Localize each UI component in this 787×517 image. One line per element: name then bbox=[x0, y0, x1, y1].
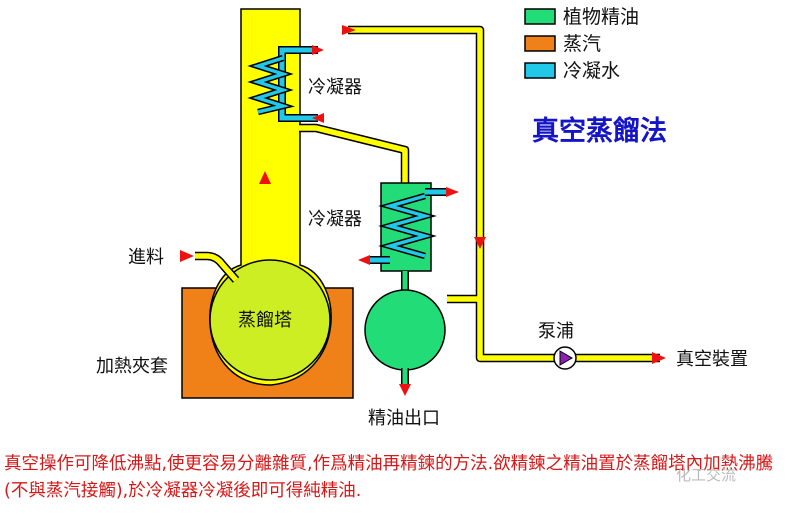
caption-text: 真空操作可降低沸點,使更容易分離雜質,作爲精油再精鍊的方法.欲精鍊之精油置於蒸餾… bbox=[4, 454, 774, 501]
arrow-column-up bbox=[259, 171, 271, 184]
legend-label-water: 冷凝水 bbox=[563, 60, 620, 82]
legend-label-oil: 植物精油 bbox=[563, 6, 639, 28]
legend: 植物精油 蒸汽 冷凝水 bbox=[524, 6, 639, 82]
label-column: 蒸餾塔 bbox=[238, 310, 292, 331]
label-middle-condenser: 冷凝器 bbox=[308, 209, 362, 230]
label-vacuum-device: 真空裝置 bbox=[676, 349, 748, 370]
arrow-vacuum-left bbox=[342, 25, 356, 35]
arrow-top-water-out bbox=[312, 113, 324, 123]
legend-label-steam: 蒸汽 bbox=[563, 33, 601, 55]
label-pump: 泵浦 bbox=[538, 321, 574, 342]
arrow-feed-in bbox=[180, 250, 194, 262]
receiver-flask bbox=[364, 289, 446, 371]
arrow-oil-outlet bbox=[399, 384, 411, 396]
column-bulb bbox=[209, 259, 331, 381]
arrow-mid-water-out bbox=[446, 187, 459, 197]
arrow-vacuum-down bbox=[474, 237, 486, 249]
label-oil-outlet: 精油出口 bbox=[368, 408, 440, 429]
diagram-title: 真空蒸餾法 bbox=[532, 115, 667, 147]
arrow-top-water-in bbox=[312, 45, 324, 55]
flow-arrows bbox=[180, 25, 666, 396]
label-feed: 進料 bbox=[128, 247, 164, 268]
legend-swatch-water bbox=[524, 62, 556, 79]
legend-swatch-steam bbox=[524, 35, 556, 52]
watermark-text: 化工交流 bbox=[676, 466, 737, 484]
legend-swatch-oil bbox=[524, 8, 556, 25]
middle-condenser bbox=[370, 182, 446, 292]
arrow-mid-water-in bbox=[358, 255, 370, 265]
arrow-vacuum-out bbox=[652, 352, 666, 364]
label-heating-jacket: 加熱夾套 bbox=[96, 356, 168, 377]
label-top-condenser: 冷凝器 bbox=[308, 77, 362, 98]
